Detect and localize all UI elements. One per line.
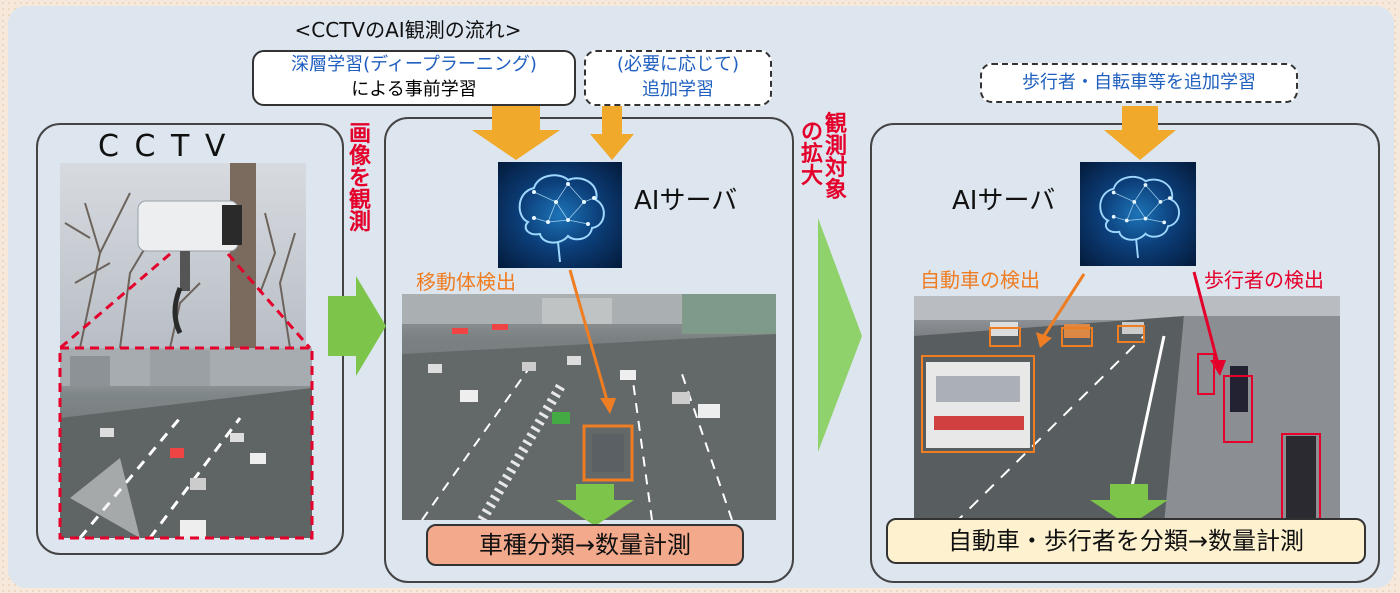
ai-server-label-mid: AIサーバ <box>634 186 738 216</box>
pedestrian-detect-label: 歩行者の検出 <box>1204 268 1324 292</box>
expand-label-col2: 観 測 対 象 <box>824 114 848 202</box>
cctv-camera-icon <box>64 163 296 348</box>
zoom-dashed-frame <box>58 252 314 540</box>
green-down-arrow-mid <box>556 484 634 526</box>
ped-bike-note-text: 歩行者・自転車等を追加学習 <box>1022 72 1256 93</box>
cctv-title: C C T V <box>98 129 229 164</box>
additional-learning-note: (必要に応じて) 追加学習 <box>584 50 772 106</box>
green-down-arrow-right <box>1090 484 1168 526</box>
ai-moving-detect-panel <box>384 117 794 583</box>
observe-char: 像 <box>348 144 371 169</box>
observe-char: 画 <box>348 122 371 147</box>
moving-detect-arrow <box>568 269 634 482</box>
car-detect-label: 自動車の検出 <box>920 268 1040 292</box>
expand-char: 対 <box>824 156 847 181</box>
green-right-arrow-1 <box>328 276 386 376</box>
orange-down-arrow-right <box>1104 106 1176 160</box>
additional-note-line2: 追加学習 <box>642 79 714 100</box>
detection-overlays <box>921 271 1321 523</box>
observe-image-label: 画 像 を 観 測 <box>348 124 372 234</box>
diagram-canvas: <CCTVのAI観測の流れ> 深層学習(ディープラーニング) による事前学習 (… <box>8 6 1394 588</box>
ai-server-label-right: AIサーバ <box>952 186 1056 216</box>
orange-down-arrow-additional <box>590 106 634 160</box>
expand-char: 象 <box>824 178 847 203</box>
expand-char: の <box>800 120 823 145</box>
cctv-view-photo <box>60 348 312 538</box>
cctv-camera-photo <box>60 163 306 348</box>
pretrain-note-line2: による事前学習 <box>351 79 477 100</box>
expand-char: 拡 <box>800 142 823 167</box>
orange-down-arrow-pretrain <box>472 106 560 160</box>
observe-char: を <box>348 166 371 191</box>
car-pedestrian-count-result: 自動車・歩行者を分類→数量計測 <box>886 518 1366 564</box>
green-right-arrow-2 <box>818 218 862 452</box>
brain-network-icon <box>518 174 605 263</box>
brain-network-icon <box>1099 175 1180 259</box>
moving-object-detect-label: 移動体検出 <box>416 270 516 294</box>
ped-bike-learning-note: 歩行者・自転車等を追加学習 <box>980 63 1298 103</box>
expand-char: 観 <box>824 112 847 137</box>
ai-brain-image <box>498 162 622 268</box>
ai-brain-image-right <box>1080 162 1196 266</box>
pretrain-note-line1: 深層学習(ディープラーニング) <box>291 54 537 75</box>
road-illustration <box>60 348 312 538</box>
moving-detection-photo <box>402 294 776 520</box>
observe-char: 観 <box>348 188 371 213</box>
expand-label-col1: の 拡 大 <box>800 122 824 188</box>
pretrain-note: 深層学習(ディープラーニング) による事前学習 <box>252 50 576 106</box>
additional-note-line1: (必要に応じて) <box>616 54 740 75</box>
diagram-title: <CCTVのAI観測の流れ> <box>294 18 522 42</box>
vehicle-count-result: 車種分類→数量計測 <box>426 524 744 566</box>
expand-char: 測 <box>824 134 847 159</box>
observe-char: 測 <box>348 210 371 235</box>
expand-char: 大 <box>800 164 823 189</box>
